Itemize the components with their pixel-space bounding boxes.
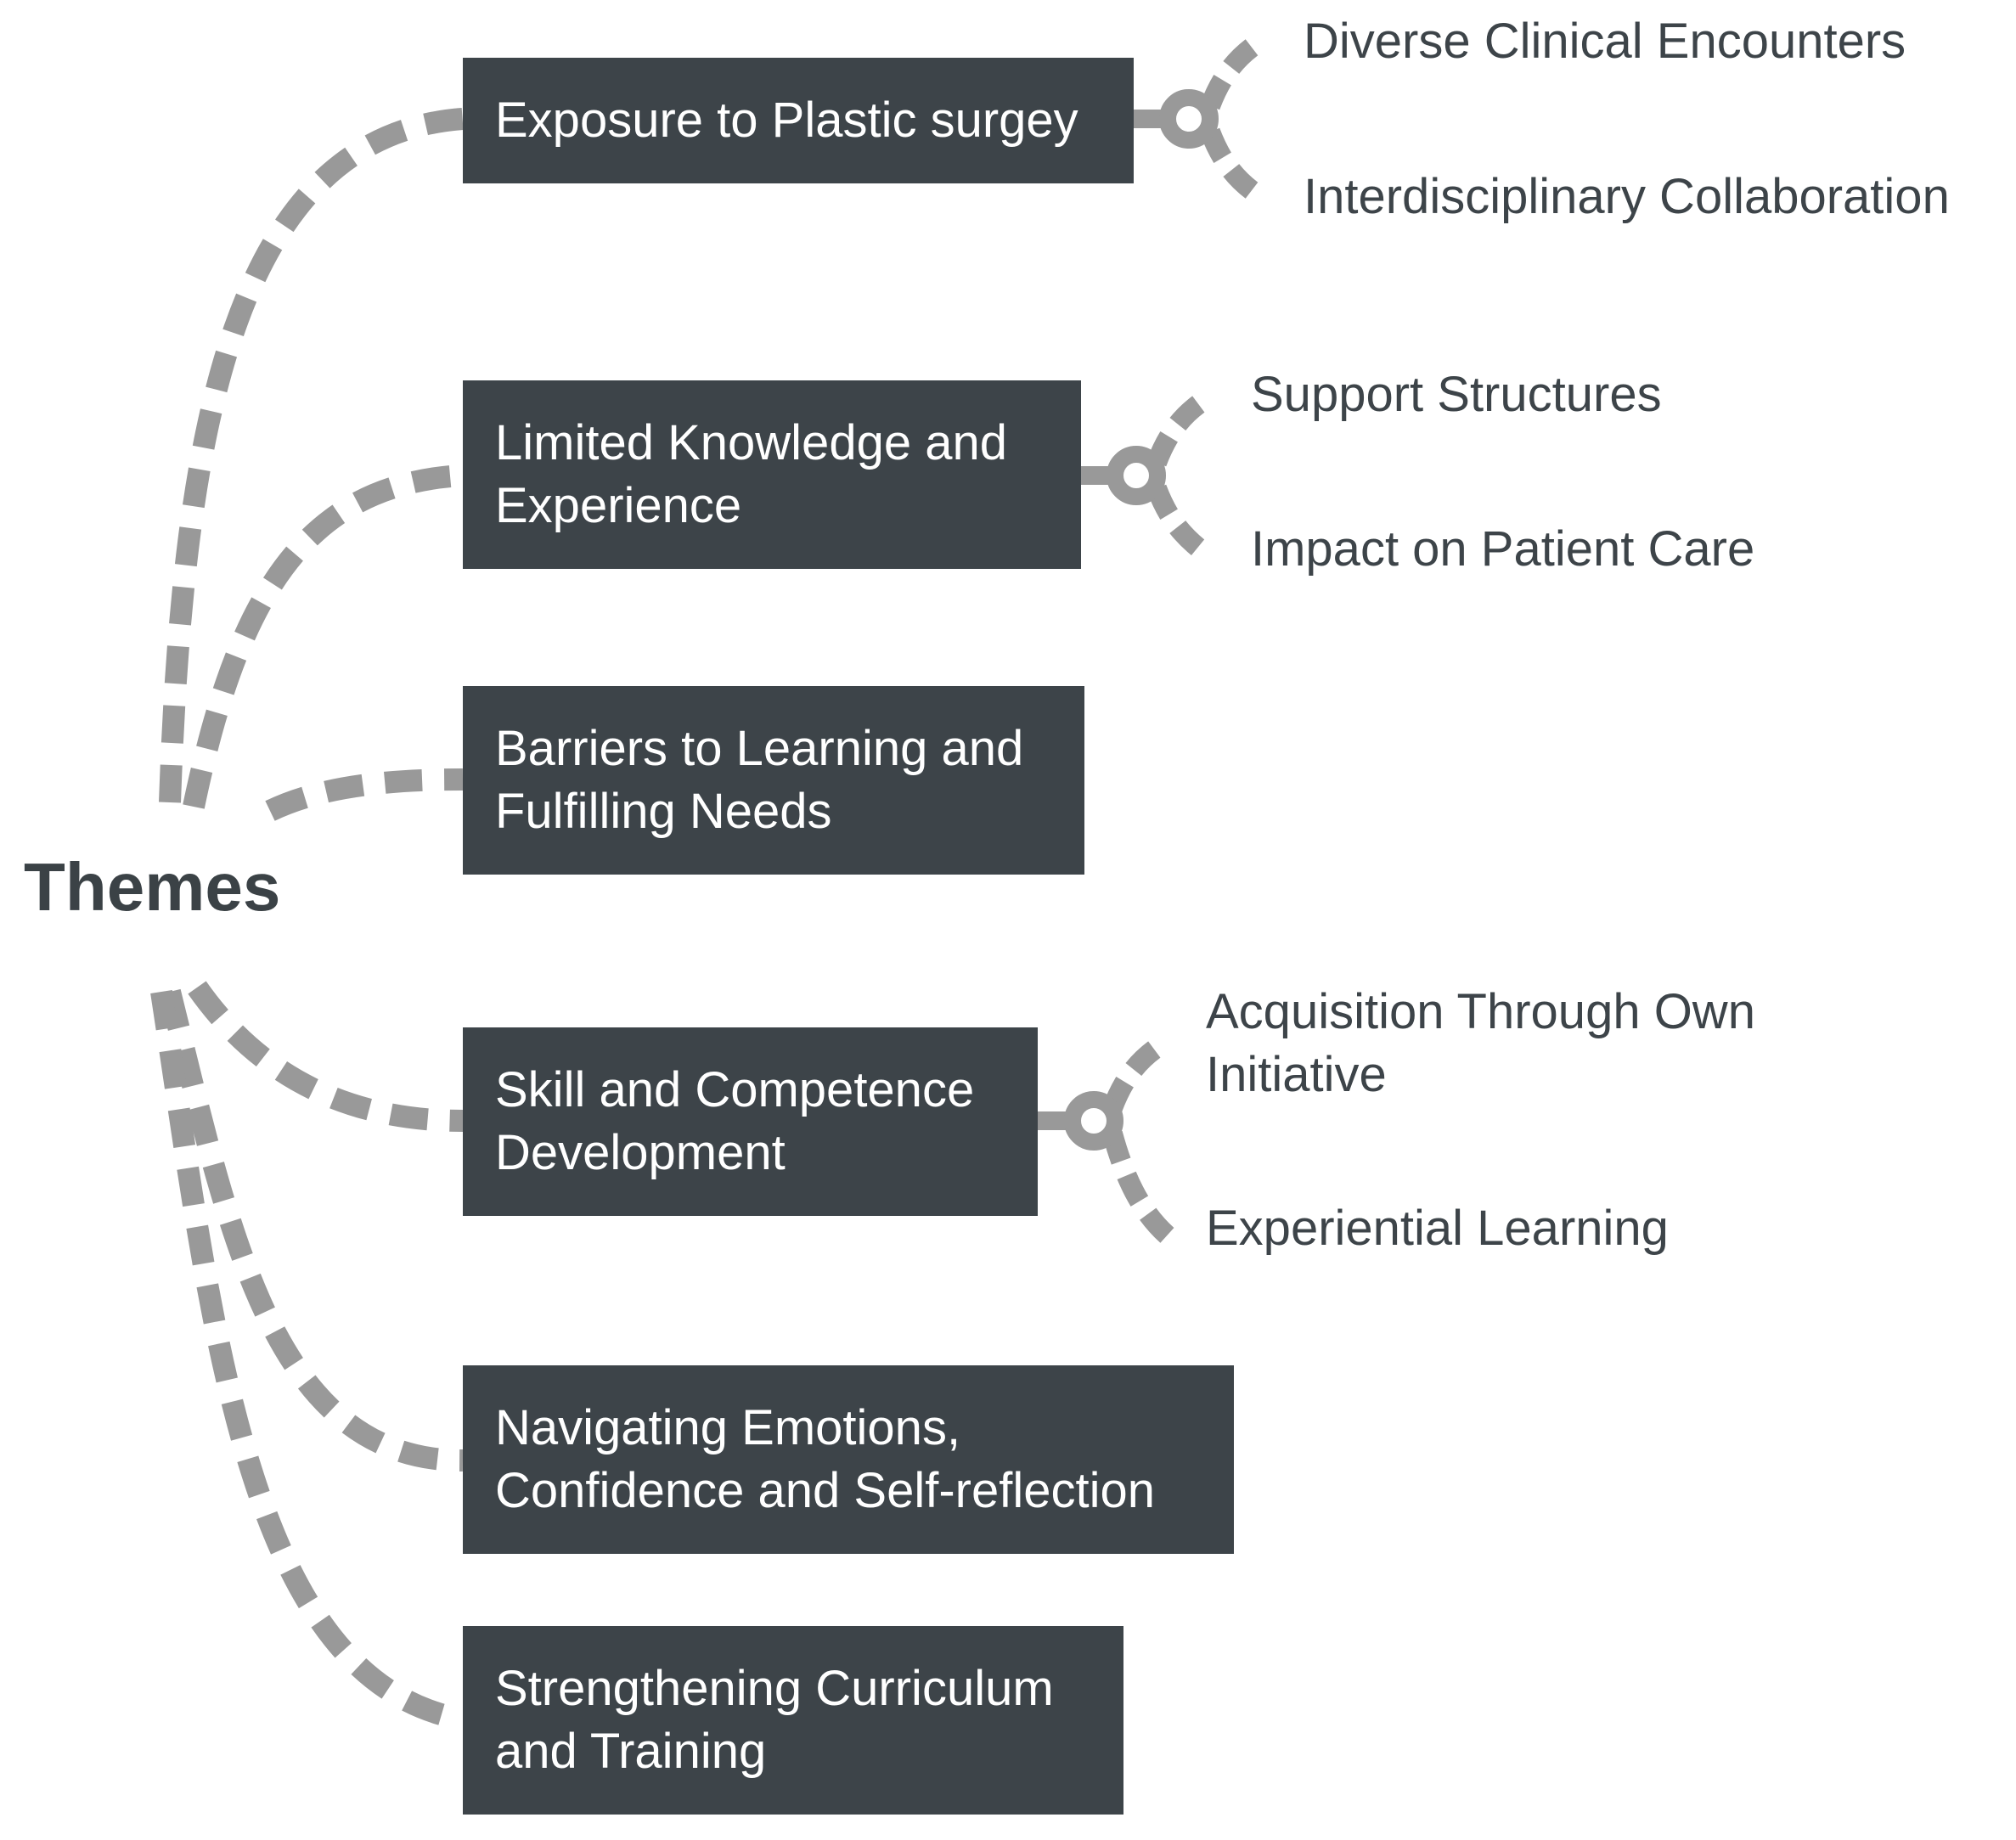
connector-theme4-sub1 xyxy=(1102,1035,1168,1112)
connector-root-theme-4 xyxy=(188,981,464,1132)
node-circle-theme-1 xyxy=(1159,89,1219,149)
subtheme-experiential-learning: Experiential Learning xyxy=(1206,1197,1669,1260)
theme-label-line-2: Confidence and Self-reflection xyxy=(495,1463,1156,1518)
theme-label-line-1: Strengthening Curriculum xyxy=(495,1661,1054,1716)
connector-theme2-sub2 xyxy=(1146,484,1213,562)
connector-root-theme-5 xyxy=(159,988,464,1471)
theme-box-barriers: Barriers to Learning and Fulfilling Need… xyxy=(463,686,1084,875)
subtheme-interdisciplinary-collaboration: Interdisciplinary Collaboration xyxy=(1304,166,1950,228)
subtheme-label: Interdisciplinary Collaboration xyxy=(1304,169,1950,224)
theme-box-limited-knowledge: Limited Knowledge and Experience xyxy=(463,380,1081,569)
node-circle-theme-2 xyxy=(1107,446,1166,505)
node-circle-theme-4 xyxy=(1064,1091,1123,1151)
subtheme-support-structures: Support Structures xyxy=(1251,363,1662,426)
subtheme-label: Experiential Learning xyxy=(1206,1201,1669,1256)
connector-root-theme-3 xyxy=(265,768,464,821)
subtheme-diverse-clinical-encounters: Diverse Clinical Encounters xyxy=(1304,10,1906,73)
connector-theme1-sub2 xyxy=(1200,127,1264,204)
theme-label-line-2: Development xyxy=(495,1125,786,1180)
connector-theme2-sub1 xyxy=(1146,390,1212,467)
subtheme-label-line-2: Initiative xyxy=(1206,1047,1387,1102)
theme-label-line-1: Skill and Competence xyxy=(495,1062,975,1117)
theme-box-strengthening-curriculum: Strengthening Curriculum and Training xyxy=(463,1626,1123,1815)
theme-label-line-1: Limited Knowledge and xyxy=(495,415,1007,470)
root-node-themes: Themes xyxy=(24,849,281,925)
connector-root-theme-2 xyxy=(183,464,464,809)
connector-root-theme-1 xyxy=(159,108,464,803)
theme-label-line-1: Barriers to Learning and xyxy=(495,721,1024,776)
theme-box-navigating-emotions: Navigating Emotions, Confidence and Self… xyxy=(463,1365,1234,1554)
theme-label-line-1: Navigating Emotions, xyxy=(495,1400,961,1455)
connector-theme1-sub1 xyxy=(1200,34,1264,110)
subtheme-label: Diverse Clinical Encounters xyxy=(1304,14,1906,69)
theme-label-line-2: Fulfilling Needs xyxy=(495,784,832,839)
theme-label-line-2: and Training xyxy=(495,1724,767,1779)
subtheme-impact-on-patient-care: Impact on Patient Care xyxy=(1251,518,1754,581)
subtheme-label-line-1: Acquisition Through Own xyxy=(1206,984,1755,1039)
connector-theme4-sub2 xyxy=(1102,1130,1177,1246)
subtheme-acquisition-through-own-initiative: Acquisition Through Own Initiative xyxy=(1206,981,1755,1106)
theme-box-skill-competence: Skill and Competence Development xyxy=(463,1027,1038,1216)
subtheme-label: Impact on Patient Care xyxy=(1251,521,1755,577)
subtheme-label: Support Structures xyxy=(1251,367,1662,422)
theme-label: Exposure to Plastic surgey xyxy=(495,93,1078,148)
connector-root-theme-6 xyxy=(150,990,465,1730)
theme-box-exposure: Exposure to Plastic surgey xyxy=(463,58,1134,183)
theme-label-line-2: Experience xyxy=(495,478,742,533)
